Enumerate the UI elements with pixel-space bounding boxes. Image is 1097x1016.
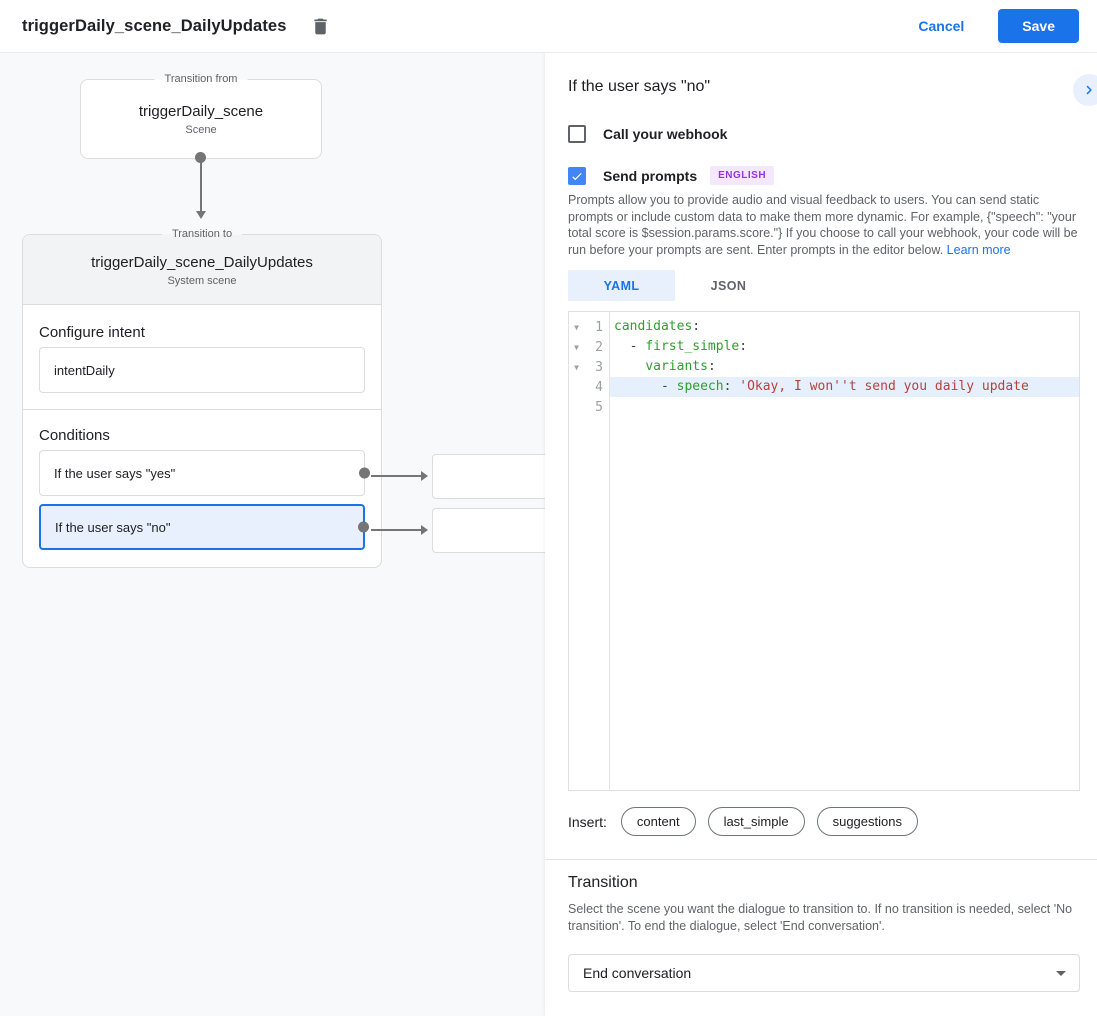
panel-divider [545, 859, 1097, 860]
conditions-label: Conditions [39, 427, 110, 444]
condition-title: If the user says "no" [568, 78, 711, 95]
learn-more-link[interactable]: Learn more [946, 242, 1011, 257]
tab-yaml[interactable]: YAML [568, 270, 675, 301]
transition-description: Select the scene you want the dialogue t… [568, 902, 1073, 933]
transition-heading: Transition [568, 874, 638, 891]
code-line-1[interactable]: candidates: [610, 317, 1079, 337]
line-number: 2 [595, 339, 603, 355]
transition-to-legend: Transition to [161, 227, 243, 242]
code-token: first_simple [645, 339, 740, 354]
connector-arrow [371, 471, 428, 481]
code-token: 'Okay, I won''t send you daily update [739, 379, 1029, 394]
yaml-code-editor[interactable]: ▼ 1 ▼ 2 ▼ 3 4 5 candidates: - first_simple: var… [568, 311, 1080, 791]
code-line-2[interactable]: - first_simple: [610, 337, 1079, 357]
save-button[interactable]: Save [998, 9, 1079, 43]
top-bar: triggerDaily_scene_DailyUpdates Cancel S… [0, 0, 1097, 53]
to-node-subtitle: System scene [167, 275, 237, 287]
code-token: : [723, 379, 740, 394]
transition-to-node[interactable]: Transition to triggerDaily_scene_DailyUp… [22, 227, 382, 568]
conditions-list: If the user says "yes" If the user says "… [39, 450, 370, 550]
fold-arrow-icon[interactable]: ▼ [574, 342, 579, 352]
editor-gutter: ▼ 1 ▼ 2 ▼ 3 4 5 [569, 312, 610, 790]
condition-item[interactable]: If the user says "no" [39, 504, 369, 550]
delete-button[interactable] [308, 14, 332, 38]
detail-header: If the user says "no" [568, 74, 1097, 106]
send-prompts-checkbox[interactable] [568, 166, 586, 185]
connector-arrow [371, 525, 428, 535]
transition-from-legend: Transition from [154, 72, 248, 87]
code-token: variants [645, 359, 708, 374]
arrowhead-icon [421, 525, 428, 535]
section-divider [23, 409, 381, 410]
from-node-title: triggerDaily_scene [138, 103, 264, 120]
prompts-description: Prompts allow you to provide audio and v… [568, 192, 1080, 258]
code-token: : [739, 339, 748, 354]
editor-tabs: YAML JSON [568, 270, 1080, 301]
code-token: : [692, 319, 701, 334]
insert-chip-content[interactable]: content [620, 807, 696, 836]
configure-intent-section: Configure intent intentDaily [23, 305, 381, 409]
code-token: - [614, 379, 677, 394]
intent-item[interactable]: intentDaily [39, 347, 365, 393]
connector-line [200, 157, 202, 211]
trash-icon [310, 16, 331, 37]
code-token: - [614, 339, 646, 354]
condition-item[interactable]: If the user says "yes" [39, 450, 370, 496]
condition-item-label: If the user says "no" [55, 519, 171, 535]
editor-code-area[interactable]: candidates: - first_simple: variants: - … [610, 312, 1079, 790]
to-node-title: triggerDaily_scene_DailyUpdates [91, 254, 313, 271]
webhook-label: Call your webhook [603, 126, 728, 142]
prompts-description-text: Prompts allow you to provide audio and v… [568, 193, 1078, 257]
connector-dot [358, 521, 369, 533]
configure-intent-label: Configure intent [39, 324, 145, 341]
page-title: triggerDaily_scene_DailyUpdates [22, 16, 287, 35]
language-badge: ENGLISH [710, 166, 775, 185]
chevron-right-icon [1080, 81, 1097, 99]
from-node-subtitle: Scene [185, 124, 217, 136]
transition-from-node[interactable]: Transition from triggerDaily_scene Scene [80, 72, 322, 159]
send-prompts-row: Send prompts ENGLISH [568, 166, 1080, 185]
transition-dropdown-value: End conversation [583, 965, 692, 981]
code-token: candidates [614, 319, 693, 334]
line-number: 4 [595, 379, 603, 395]
chevron-down-icon [1056, 971, 1066, 976]
condition-detail-panel: If the user says "no" Call your webhook … [545, 53, 1097, 1016]
code-token [614, 359, 645, 374]
transition-dropdown[interactable]: End conversation [568, 954, 1080, 992]
insert-label: Insert: [568, 813, 607, 830]
connector-dot [359, 467, 370, 479]
line-number: 5 [595, 399, 603, 415]
arrowhead-icon [421, 471, 428, 481]
code-token: speech [676, 379, 724, 394]
send-prompts-label: Send prompts [603, 167, 698, 184]
to-node-header: triggerDaily_scene_DailyUpdates System s… [23, 235, 381, 305]
insert-chip-suggestions[interactable]: suggestions [816, 807, 918, 836]
code-line-4[interactable]: - speech: 'Okay, I won''t send you daily… [610, 377, 1079, 397]
collapse-panel-button[interactable] [1073, 74, 1097, 106]
fold-arrow-icon[interactable]: ▼ [574, 362, 579, 372]
topbar-actions: Cancel Save [918, 9, 1079, 43]
fold-arrow-icon[interactable]: ▼ [574, 322, 579, 332]
condition-item-label: If the user says "yes" [54, 465, 176, 481]
webhook-row: Call your webhook [568, 125, 1080, 143]
cancel-button[interactable]: Cancel [918, 18, 965, 34]
arrowhead-icon [196, 211, 206, 219]
webhook-checkbox[interactable] [568, 125, 586, 143]
code-line-3[interactable]: variants: [610, 357, 1079, 377]
line-number: 1 [595, 319, 603, 335]
insert-chip-last_simple[interactable]: last_simple [707, 807, 805, 836]
code-line-5[interactable] [610, 397, 1079, 417]
tab-json[interactable]: JSON [710, 278, 747, 293]
conditions-section: Conditions If the user says "yes"If the … [23, 410, 381, 564]
insert-chips: content last_simple suggestions [620, 807, 930, 836]
insert-row: Insert: content last_simple suggestions [568, 807, 1080, 836]
code-token: : [707, 359, 716, 374]
line-number: 3 [595, 359, 603, 375]
checkmark-icon [572, 172, 582, 180]
